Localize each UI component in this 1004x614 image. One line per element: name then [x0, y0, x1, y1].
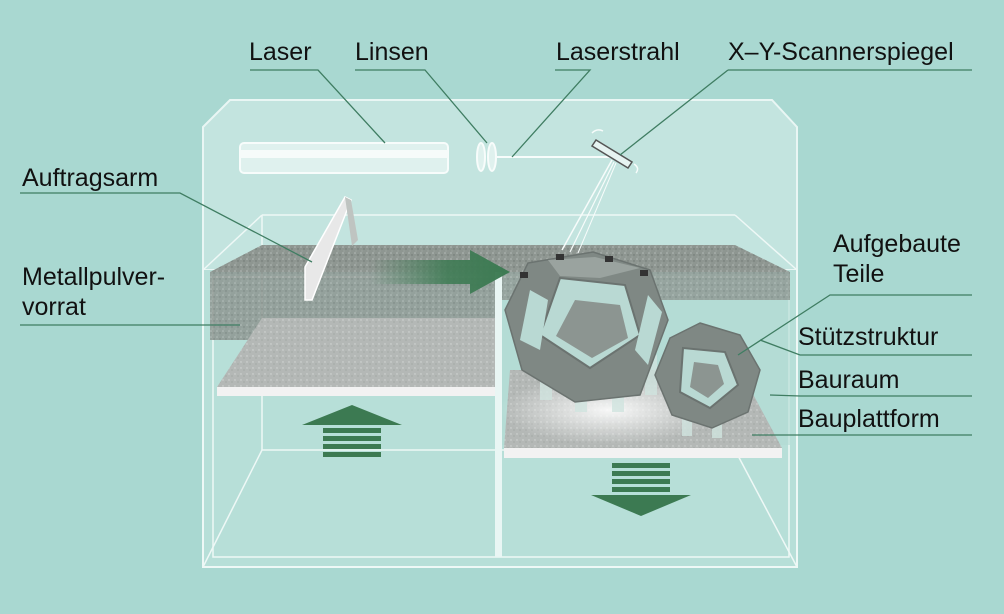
small-built-part: [654, 322, 761, 438]
build-lower-down-arrow: [591, 463, 691, 516]
coating-direction-arrow: [370, 250, 510, 294]
label-linsen: Linsen: [355, 38, 429, 66]
leader-lines: [20, 69, 972, 436]
label-bauraum: Bauraum: [798, 366, 900, 394]
label-aufgebaute-teile: Aufgebaute Teile: [833, 230, 961, 288]
supply-platform: [217, 318, 495, 387]
label-stuetzstruktur: Stützstruktur: [798, 323, 939, 351]
label-metallpulvervorrat: Metallpulver- vorrat: [22, 263, 166, 321]
label-auftragsarm: Auftragsarm: [22, 164, 159, 192]
powder-surface: [210, 245, 790, 272]
recoater-arm: [304, 196, 352, 301]
housing-cover: [202, 99, 798, 271]
supply-lift-up-arrow: [302, 405, 402, 457]
lens-2: [487, 142, 497, 172]
lens-1: [476, 142, 486, 172]
label-laser: Laser: [249, 38, 312, 66]
label-laserstrahl: Laserstrahl: [556, 38, 680, 66]
label-scanner-mirror: X–Y-Scannerspiegel: [728, 38, 954, 66]
label-bauplattform: Bauplattform: [798, 405, 940, 433]
large-built-part: [504, 251, 669, 412]
